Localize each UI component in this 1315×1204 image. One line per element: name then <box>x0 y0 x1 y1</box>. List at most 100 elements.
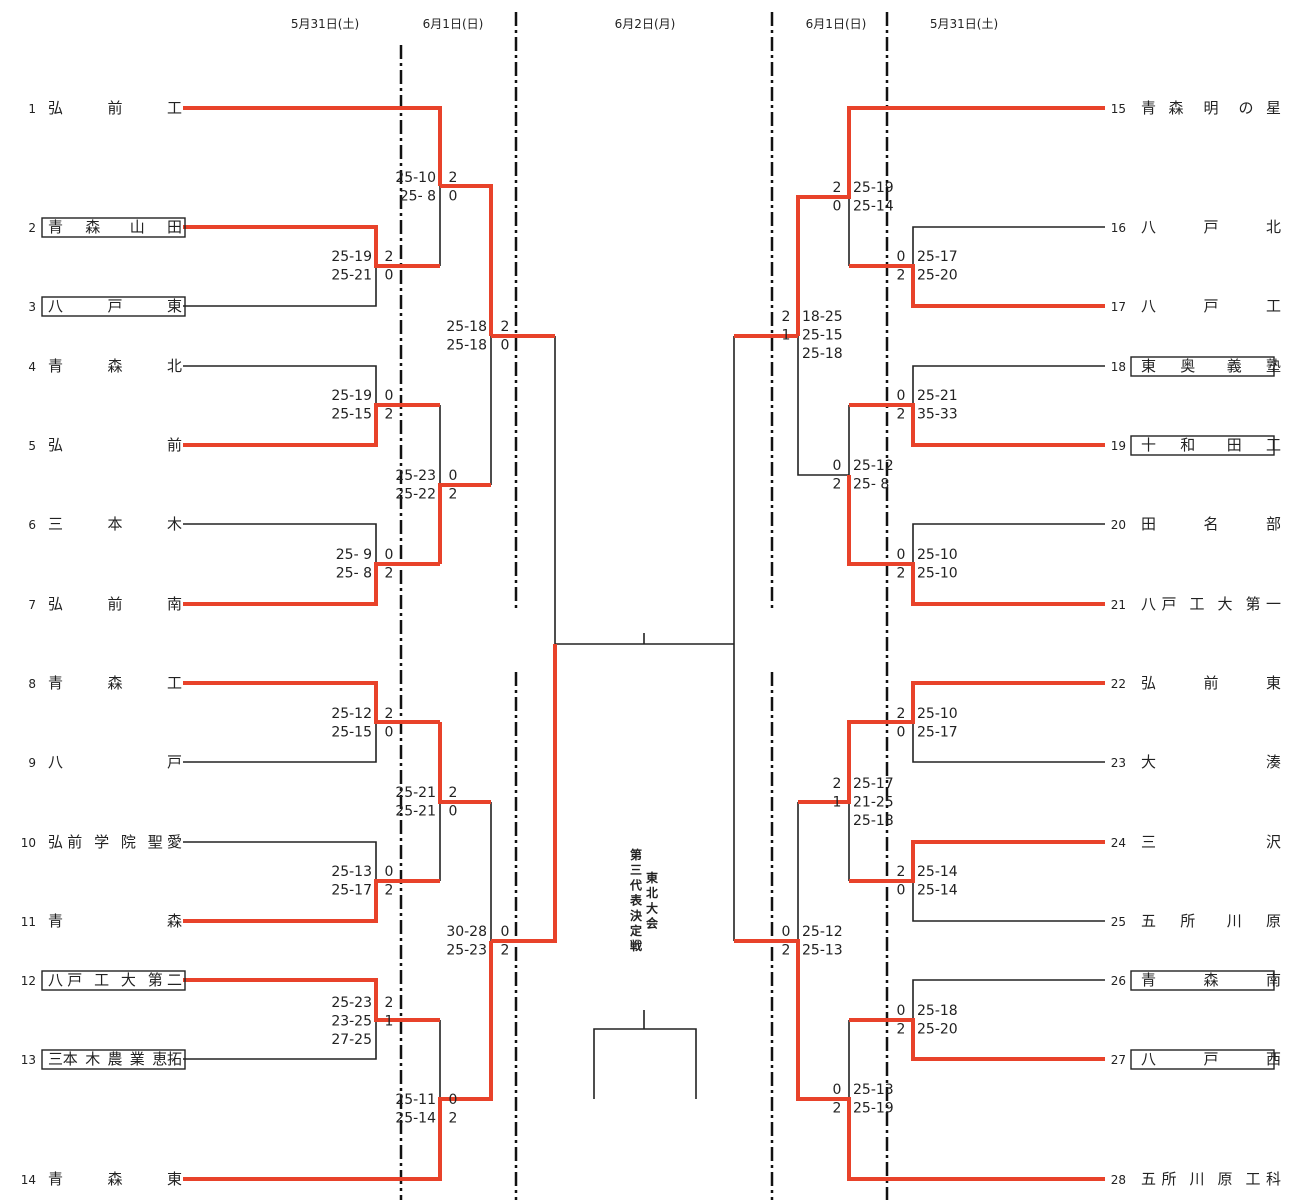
set-score: 25- 8 <box>400 189 436 205</box>
team-name-char: 本 <box>107 515 122 533</box>
team-name-char: 学 <box>94 833 109 851</box>
line-team-2 <box>183 225 440 268</box>
team-number: 8 <box>28 677 36 691</box>
sets-won: 2 <box>833 1101 842 1117</box>
team-name-char: 田 <box>1141 515 1156 533</box>
team-name-char: 青 <box>48 912 63 930</box>
sets-won: 2 <box>385 995 394 1011</box>
team-name-char: 愛 <box>167 833 182 851</box>
team-name-char: 戸 <box>1203 1050 1218 1068</box>
sets-won: 2 <box>897 566 906 582</box>
team-name: 八戸西 <box>1141 1050 1281 1068</box>
line-team-21 <box>847 475 1105 606</box>
sets-won: 2 <box>833 477 842 493</box>
sets-won: 0 <box>385 864 394 880</box>
sets-won: 0 <box>897 547 906 563</box>
set-score: 27-25 <box>331 1032 372 1048</box>
set-score: 25-18 <box>853 813 894 829</box>
team-number: 23 <box>1111 756 1126 770</box>
sets-won: 0 <box>897 249 906 265</box>
team-number: 17 <box>1111 300 1126 314</box>
line-team-14 <box>183 941 493 1181</box>
team-name-char: 所 <box>1180 912 1195 930</box>
team-name-char: 前 <box>1203 674 1218 692</box>
set-score: 25-10 <box>395 170 436 186</box>
team-name: 弘前 <box>48 436 182 454</box>
team-name: 青森 <box>48 912 182 930</box>
team-name: 青森南 <box>1141 971 1281 989</box>
team-number: 16 <box>1111 221 1126 235</box>
team-name-char: 工 <box>1245 1170 1260 1188</box>
sets-won: 0 <box>833 199 842 215</box>
team-name-char: 原 <box>1266 912 1281 930</box>
team-number: 22 <box>1111 677 1126 691</box>
sets-won: 0 <box>833 1082 842 1098</box>
team-name-char: 森 <box>1168 99 1183 117</box>
team-name-char: 八 <box>48 971 63 989</box>
sets-won: 2 <box>449 785 458 801</box>
line-team-3 <box>183 266 377 307</box>
team-name-char: 弘 <box>48 833 63 851</box>
team-number: 24 <box>1111 836 1126 850</box>
sets-won: 0 <box>897 725 906 741</box>
team-name-char: 森 <box>107 674 122 692</box>
team-name: 弘前工 <box>48 99 182 117</box>
team-name-char: 第 <box>1245 595 1260 613</box>
set-score: 30-28 <box>446 924 487 940</box>
team-name: 大湊 <box>1141 753 1281 771</box>
center-label-char: 代 <box>629 877 642 892</box>
date-header-left-d1: 5月31日(土) <box>291 17 359 31</box>
team-name: 青森山田 <box>48 218 182 236</box>
team-name-char: 所 <box>1161 1170 1176 1188</box>
team-name-char: 大 <box>1141 753 1156 771</box>
set-score: 25-18 <box>917 1003 958 1019</box>
sets-won: 2 <box>449 487 458 503</box>
center-label-char: 三 <box>630 863 642 877</box>
team-box <box>41 1049 186 1070</box>
team-number: 12 <box>21 974 36 988</box>
sets-won: 2 <box>385 249 394 265</box>
sets-won: 1 <box>833 795 842 811</box>
set-score: 25-21 <box>331 268 372 284</box>
team-name: 青森東 <box>48 1170 182 1188</box>
line-bc-win <box>438 483 491 564</box>
team-name-char: 弘 <box>48 99 63 117</box>
team-name-char: 前 <box>167 436 182 454</box>
set-score: 25-12 <box>853 458 894 474</box>
sets-won: 2 <box>897 407 906 423</box>
sets-won: 2 <box>782 943 791 959</box>
team-name-char: 田 <box>1227 436 1242 454</box>
team-name-char: 森 <box>85 218 100 236</box>
team-name-char: 三 <box>1141 833 1156 851</box>
set-score: 25-17 <box>331 883 372 899</box>
sets-won: 2 <box>833 776 842 792</box>
set-score: 25-19 <box>853 180 894 196</box>
team-name: 弘前東 <box>1141 674 1281 692</box>
team-name-char: 青 <box>48 357 63 375</box>
sets-won: 0 <box>501 924 510 940</box>
team-name-char: 戸 <box>167 753 182 771</box>
team-number: 28 <box>1111 1173 1126 1187</box>
team-name-char: 義 <box>1227 357 1242 375</box>
team-name: 八戸工 <box>1141 297 1281 315</box>
set-score: 25- 8 <box>336 566 372 582</box>
team-number: 2 <box>28 221 36 235</box>
team-name-char: 戸 <box>1161 595 1176 613</box>
sets-won: 0 <box>833 458 842 474</box>
team-number: 10 <box>21 836 36 850</box>
set-score: 25-10 <box>917 566 958 582</box>
team-name-char: 工 <box>167 99 182 117</box>
date-header-right-d1: 5月31日(土) <box>930 17 998 31</box>
set-score: 25-21 <box>395 785 436 801</box>
set-score: 25-14 <box>917 883 958 899</box>
team-name: 八戸東 <box>48 297 182 315</box>
sets-won: 0 <box>385 725 394 741</box>
sets-won: 0 <box>385 268 394 284</box>
set-score: 25-17 <box>917 249 958 265</box>
set-score: 25-13 <box>802 943 843 959</box>
sets-won: 0 <box>501 338 510 354</box>
line-team-4 <box>183 365 377 405</box>
set-score: 25-21 <box>917 388 958 404</box>
set-score: 25-20 <box>917 268 958 284</box>
